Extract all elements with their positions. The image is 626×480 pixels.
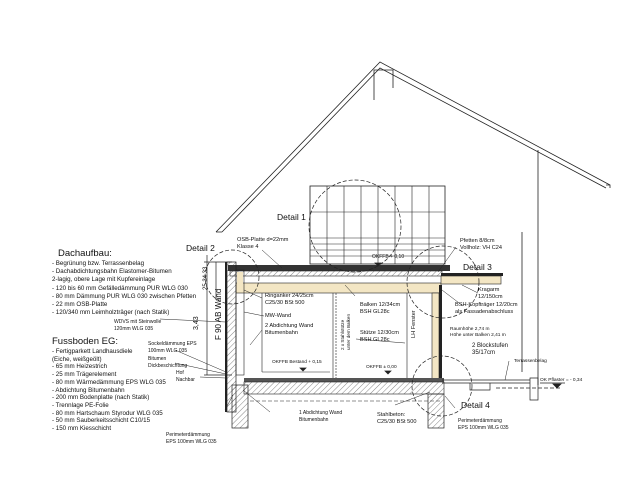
chimney [373, 69, 394, 100]
list-item: - 200 mm Bodenplatte (nach Statik) [52, 394, 150, 402]
list-item: - 80 mm Dämmung PUR WLG 030 zwischen Pfe… [52, 292, 197, 300]
list-item: - Dachabdichtungsbahn Elastomer-Bitumen [52, 268, 172, 276]
list-item: - 22 mm OSB-Platte [52, 301, 108, 309]
list-item: - Begrünung bzw. Terrassenbelag [52, 260, 145, 267]
detail-3-label: Detail 3 [463, 262, 492, 272]
list-item: - 25 mm Trägerelement [52, 371, 117, 379]
column [431, 292, 440, 382]
detail-3-circle [406, 245, 480, 319]
floor-build-title: Fussboden EG: [52, 336, 119, 347]
floor-slab [243, 381, 445, 395]
okffb-zero-label: OKFFB ± 0,00 [366, 365, 397, 370]
roof-outline [215, 61, 611, 233]
list-item: - 65 mm Heizestrich [52, 363, 108, 371]
roof-beam [235, 282, 442, 294]
okffb-bestand-label: OKFFB Bestand + 0,15 [272, 360, 322, 365]
stahlbeton-label: Stahlbeton:C25/30 BSt 500 [377, 412, 417, 425]
dimension-stack: 25 34 33 [203, 266, 209, 290]
fenster-label: LH Fenster [411, 310, 417, 338]
detail-2-label: Detail 2 [186, 243, 215, 253]
list-item: 2-lagig, obere Lage mit Kupfereinlage [52, 276, 156, 284]
list-item: - Trennlage PE-Folie [52, 401, 109, 409]
detail-1-circle [308, 179, 402, 273]
window-grid [309, 185, 446, 265]
terrace [442, 377, 539, 401]
list-item: - 80 mm Wärmedämmung EPS WLG 035 [52, 378, 166, 386]
floor-finish [244, 378, 444, 382]
ok-pflaster-label: OK Pflaster = - 0,34 [540, 378, 583, 383]
roof-build-title: Dachaufbau: [58, 248, 112, 259]
list-item: (Eiche, weißgeölt) [52, 355, 102, 363]
detail-1-label: Detail 1 [277, 212, 306, 222]
f90-wall-label: F 90 AB Wand [214, 288, 223, 340]
list-item: - 120/340 mm Leimholzträger (nach Statik… [52, 309, 170, 317]
detail-4-label: Detail 4 [461, 400, 490, 410]
list-item: - 120 bis 60 mm Gefälledämmung PUR WLG 0… [52, 284, 188, 292]
detail-2-circle [204, 249, 260, 305]
right-foundation [427, 393, 445, 429]
detail-4-circle [411, 355, 473, 417]
list-item: - Abdichtung Bitumenbahn [52, 386, 125, 394]
roof-build-list: - Begrünung bzw. Terrassenbelag - Dachab… [52, 260, 196, 317]
cantilever [440, 275, 502, 285]
floor-build-list: - Fertigparkett Landhausdiele (Eiche, we… [52, 348, 166, 433]
list-item: - Fertigparkett Landhausdiele [52, 348, 133, 355]
terrassenbelag-label: Terrassenbelag [514, 359, 547, 364]
dimension-height: 3,43 [193, 316, 200, 330]
list-item: - 150 mm Kiesschicht [52, 425, 112, 433]
roof-slab [228, 265, 450, 271]
okffb-top-label: OKFFB + 0,10 [372, 254, 405, 260]
left-foundation [231, 384, 249, 429]
list-item: - 50 mm Sauberkeitsschicht C10/15 [52, 417, 151, 425]
mw-label: MW-Wand [265, 313, 292, 319]
list-item: - 80 mm Hartschaum Styrodur WLG 035 [52, 409, 163, 417]
